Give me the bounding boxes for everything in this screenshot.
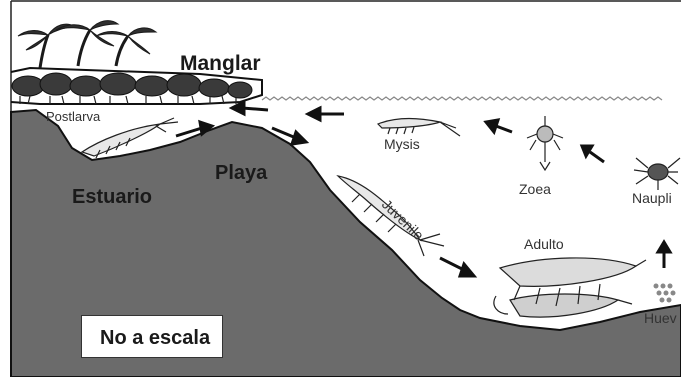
arrow-icon [232, 102, 268, 114]
arrow-icon [440, 258, 474, 276]
label-mysis: Mysis [384, 136, 420, 152]
shrimp-icon [378, 119, 460, 137]
arrow-icon [308, 108, 344, 120]
palm-tree-icon [96, 28, 156, 66]
label-postlarva: Postlarva [46, 109, 100, 124]
label-playa: Playa [215, 162, 267, 185]
label-zoea: Zoea [519, 181, 551, 197]
mangrove-roots [20, 96, 236, 104]
label-huevo: Huev [644, 310, 677, 326]
mangrove-bush-icon [12, 73, 252, 98]
water-surface-line [262, 97, 662, 100]
palm-tree-icon [56, 21, 118, 66]
label-manglar: Manglar [180, 52, 261, 76]
label-estuario: Estuario [72, 186, 152, 209]
nauplius-icon [634, 158, 680, 190]
scale-note: No a escala [100, 327, 210, 350]
arrow-icon [658, 242, 670, 268]
label-nauplio: Naupli [632, 190, 672, 206]
arrow-icon [486, 120, 512, 132]
egg-cluster-icon [654, 284, 676, 303]
arrow-icon [582, 146, 604, 162]
shrimp-icon [494, 258, 646, 317]
zoea-icon [527, 116, 563, 170]
label-adulto: Adulto [524, 236, 564, 252]
palm-tree-icon [18, 24, 74, 68]
